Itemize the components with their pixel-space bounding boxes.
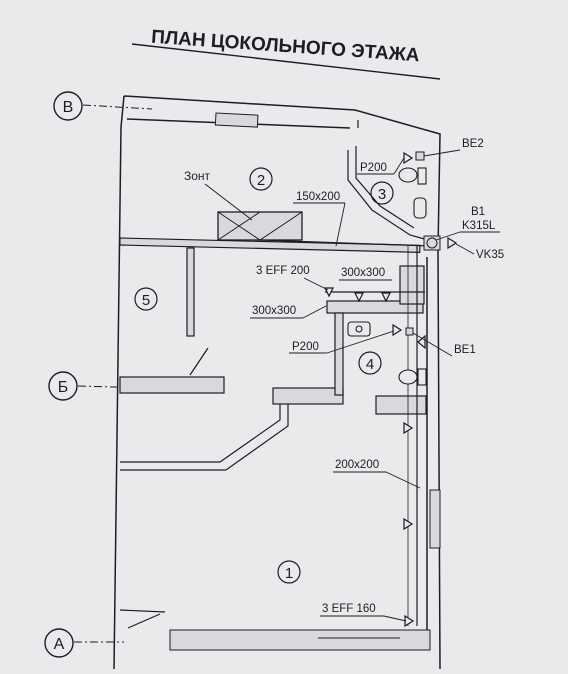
label-150x200: 150x200 bbox=[296, 191, 340, 203]
partition-room5-right bbox=[186, 247, 195, 337]
toilet-room3 bbox=[398, 167, 418, 183]
label-be1: BE1 bbox=[454, 344, 476, 356]
label-b1: B1 bbox=[471, 206, 485, 218]
unit-b1-fan bbox=[426, 237, 438, 249]
room-4-number: 4 bbox=[366, 356, 374, 373]
axis-marker-v: В bbox=[53, 91, 153, 121]
wall-room1-top bbox=[272, 387, 344, 405]
room-5-circle bbox=[134, 287, 158, 311]
ducts bbox=[259, 239, 431, 626]
fan-be1 bbox=[405, 327, 414, 336]
axis-marker-a: А bbox=[44, 628, 124, 658]
leader-b1 bbox=[435, 231, 461, 241]
hood-outline bbox=[217, 211, 303, 241]
shaft-block bbox=[399, 265, 425, 305]
leader-be2 bbox=[423, 149, 461, 157]
axis-label-a: А bbox=[54, 636, 65, 653]
right-outer-wall bbox=[437, 249, 441, 670]
grille-vk35 bbox=[447, 236, 458, 250]
toilet-room4 bbox=[398, 369, 418, 385]
diffuser-eff200-3 bbox=[381, 292, 391, 303]
window-right bbox=[429, 489, 441, 549]
leader-eff200 bbox=[303, 277, 329, 291]
leader-p200-mid bbox=[326, 330, 395, 354]
wall-room4-top bbox=[326, 300, 424, 314]
bottom-left-wall-stub bbox=[119, 609, 166, 613]
room-numbers: 2 3 5 4 1 bbox=[134, 167, 394, 584]
room-5-number: 5 bbox=[142, 292, 150, 309]
stair-wall-outer bbox=[120, 404, 281, 463]
axis-line-v bbox=[82, 104, 153, 110]
axis-circle-b bbox=[48, 371, 78, 401]
label-vk35: VK35 bbox=[476, 249, 504, 261]
hood-label: Зонт bbox=[184, 169, 211, 183]
fixtures bbox=[347, 167, 427, 386]
room-1-number: 1 bbox=[285, 565, 293, 582]
axis-circle-a bbox=[44, 628, 74, 658]
diffuser-eff160-2 bbox=[403, 517, 414, 531]
room-4-circle bbox=[358, 351, 382, 375]
room-3-number: 3 bbox=[378, 186, 386, 203]
window-bottom bbox=[169, 629, 431, 651]
label-k315l: K315L bbox=[462, 220, 496, 232]
leader-150x200 bbox=[335, 202, 346, 247]
interior-walls bbox=[119, 237, 427, 415]
leader-eff160 bbox=[383, 615, 407, 622]
partition-room4-left bbox=[334, 312, 344, 396]
room-2-number: 2 bbox=[257, 172, 265, 189]
label-300x300-a: 300x300 bbox=[341, 267, 385, 279]
room-3-circle bbox=[370, 181, 394, 205]
annotations: 150x200 P200 BE2 B1 K315L VK35 3 EFF 200… bbox=[250, 138, 504, 622]
toilet-tank-room3 bbox=[417, 167, 427, 185]
hood-leader bbox=[204, 183, 253, 221]
wall-lines bbox=[119, 120, 429, 629]
axis-label-v: В bbox=[63, 99, 74, 116]
windows bbox=[169, 112, 441, 651]
door-swing-room5 bbox=[189, 347, 209, 376]
wall-room5-bottom bbox=[119, 376, 225, 394]
toilet-tank-room4 bbox=[417, 368, 427, 386]
label-p200-mid: P200 bbox=[292, 341, 319, 353]
label-eff200: 3 EFF 200 bbox=[256, 265, 310, 277]
partition-room2-room5 bbox=[119, 237, 421, 253]
diffuser-eff200-2 bbox=[354, 292, 364, 303]
label-eff160: 3 EFF 160 bbox=[322, 603, 376, 615]
label-300x300-b: 300x300 bbox=[252, 305, 296, 317]
leader-200x200 bbox=[385, 471, 421, 489]
label-p200-top: P200 bbox=[360, 162, 387, 174]
leader-p200-top bbox=[393, 157, 405, 175]
window-top bbox=[214, 112, 259, 128]
title-underline bbox=[131, 43, 441, 80]
diffuser-eff160-1 bbox=[403, 421, 414, 435]
sink-drain-room4 bbox=[355, 325, 363, 333]
room-2-circle bbox=[249, 167, 273, 191]
room3-diagonal-wall bbox=[347, 150, 429, 241]
room-1-circle bbox=[277, 560, 301, 584]
axis-circle-v bbox=[53, 91, 83, 121]
sink-room3 bbox=[413, 197, 427, 219]
top-outer-wall bbox=[123, 95, 441, 251]
axis-label-b: Б bbox=[58, 379, 69, 396]
leader-300x300-b bbox=[302, 305, 327, 319]
label-be2: BE2 bbox=[462, 138, 484, 150]
leader-vk35 bbox=[455, 243, 475, 255]
hood-group: Зонт bbox=[184, 169, 303, 241]
label-200x200: 200x200 bbox=[335, 459, 379, 471]
room3-diagonal-wall-inner bbox=[355, 146, 415, 229]
stair-wall-inner bbox=[120, 404, 289, 471]
fan-be2 bbox=[415, 151, 425, 161]
wall-room4-bottom bbox=[375, 395, 427, 415]
door-swing-entry bbox=[127, 613, 161, 629]
leader-be1 bbox=[412, 332, 453, 357]
duct-main-horizontal bbox=[259, 239, 431, 247]
left-outer-wall bbox=[113, 95, 125, 670]
diffuser-room4 bbox=[392, 323, 403, 337]
fan-units bbox=[405, 151, 441, 336]
